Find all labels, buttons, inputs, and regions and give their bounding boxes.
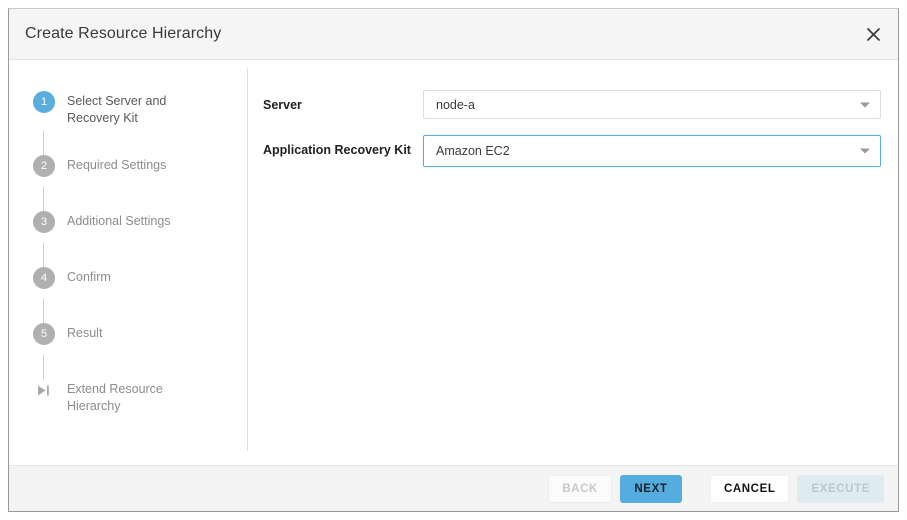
step-connector [43, 243, 44, 271]
page-title: Create Resource Hierarchy [25, 25, 222, 42]
server-select[interactable]: node-a [423, 90, 881, 119]
step-label: Additional Settings [67, 214, 171, 228]
form-row-application-recovery-kit: Application Recovery Kit Amazon EC2 [248, 135, 898, 167]
server-select-value: node-a [436, 97, 475, 112]
step-label: Select Server and Recovery Kit [67, 94, 167, 125]
back-button[interactable]: BACK [548, 474, 612, 503]
stepper-item-additional-settings[interactable]: 3 Additional Settings [9, 211, 248, 239]
step-connector [43, 299, 44, 327]
form-pane: Server node-a Application Recovery Kit A… [248, 60, 898, 465]
next-button[interactable]: NEXT [619, 474, 682, 503]
step-label: Required Settings [67, 158, 167, 172]
stepper-item-required-settings[interactable]: 2 Required Settings [9, 155, 248, 183]
step-number-badge: 1 [33, 91, 55, 113]
step-connector [43, 187, 44, 215]
step-label: Extend Resource Hierarchy [67, 382, 163, 413]
application-recovery-kit-select[interactable]: Amazon EC2 [423, 135, 881, 167]
step-label: Result [67, 326, 103, 340]
step-label: Confirm [67, 270, 111, 284]
create-resource-hierarchy-dialog: Create Resource Hierarchy 1 Select Serve… [8, 8, 899, 512]
execute-button[interactable]: EXECUTE [797, 474, 884, 503]
stepper-item-result[interactable]: 5 Result [9, 323, 248, 351]
stepper-item-confirm[interactable]: 4 Confirm [9, 267, 248, 295]
step-connector [43, 355, 44, 383]
wizard-stepper: 1 Select Server and Recovery Kit 2 Requi… [9, 60, 248, 465]
cancel-button[interactable]: CANCEL [709, 474, 790, 503]
server-label: Server [263, 98, 302, 112]
dialog-footer: BACK NEXT CANCEL EXECUTE [9, 465, 898, 511]
server-select-wrapper: node-a [423, 90, 881, 119]
close-button[interactable] [854, 15, 892, 53]
form-row-server: Server node-a [248, 90, 898, 119]
dialog-header: Create Resource Hierarchy [9, 9, 898, 60]
step-number-badge: 3 [33, 211, 55, 233]
application-recovery-kit-select-wrapper: Amazon EC2 [423, 135, 881, 167]
application-recovery-kit-label: Application Recovery Kit [263, 143, 411, 157]
step-number-badge: 2 [33, 155, 55, 177]
stepper-item-select-server-and-recovery-kit[interactable]: 1 Select Server and Recovery Kit [9, 91, 248, 127]
stepper-item-extend-resource-hierarchy[interactable]: Extend Resource Hierarchy [9, 379, 248, 415]
step-connector [43, 131, 44, 159]
step-number-badge: 5 [33, 323, 55, 345]
step-number-badge: 4 [33, 267, 55, 289]
application-recovery-kit-select-value: Amazon EC2 [436, 144, 510, 158]
close-icon [866, 27, 881, 42]
skip-forward-icon [33, 379, 55, 401]
dialog-body: 1 Select Server and Recovery Kit 2 Requi… [9, 60, 898, 465]
